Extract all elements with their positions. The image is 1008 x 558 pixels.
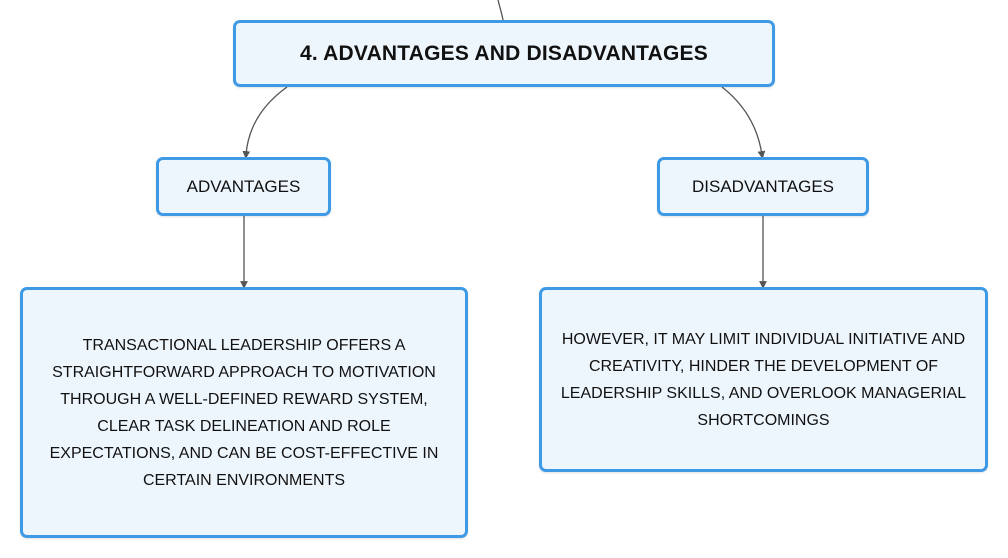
disadvantages-node[interactable]: DISADVANTAGES [657,157,869,216]
connector-incoming [497,0,504,21]
advantages-label: ADVANTAGES [186,176,301,196]
connector-root-to-advantages [242,86,288,159]
disadvantages-detail-node[interactable]: HOWEVER, IT MAY LIMIT INDIVIDUAL INITIAT… [539,287,988,472]
root-topic-node[interactable]: 4. ADVANTAGES AND DISADVANTAGES [233,20,775,87]
connector-root-to-disadvantages [721,86,766,159]
advantages-detail-text: TRANSACTIONAL LEADERSHIP OFFERS A STRAIG… [49,336,439,489]
advantages-node[interactable]: ADVANTAGES [156,157,331,216]
disadvantages-label: DISADVANTAGES [691,176,834,196]
advantages-detail-node[interactable]: TRANSACTIONAL LEADERSHIP OFFERS A STRAIG… [20,287,468,538]
root-topic-label: 4. ADVANTAGES AND DISADVANTAGES [300,41,708,65]
disadvantages-detail-text: HOWEVER, IT MAY LIMIT INDIVIDUAL INITIAT… [560,330,967,429]
